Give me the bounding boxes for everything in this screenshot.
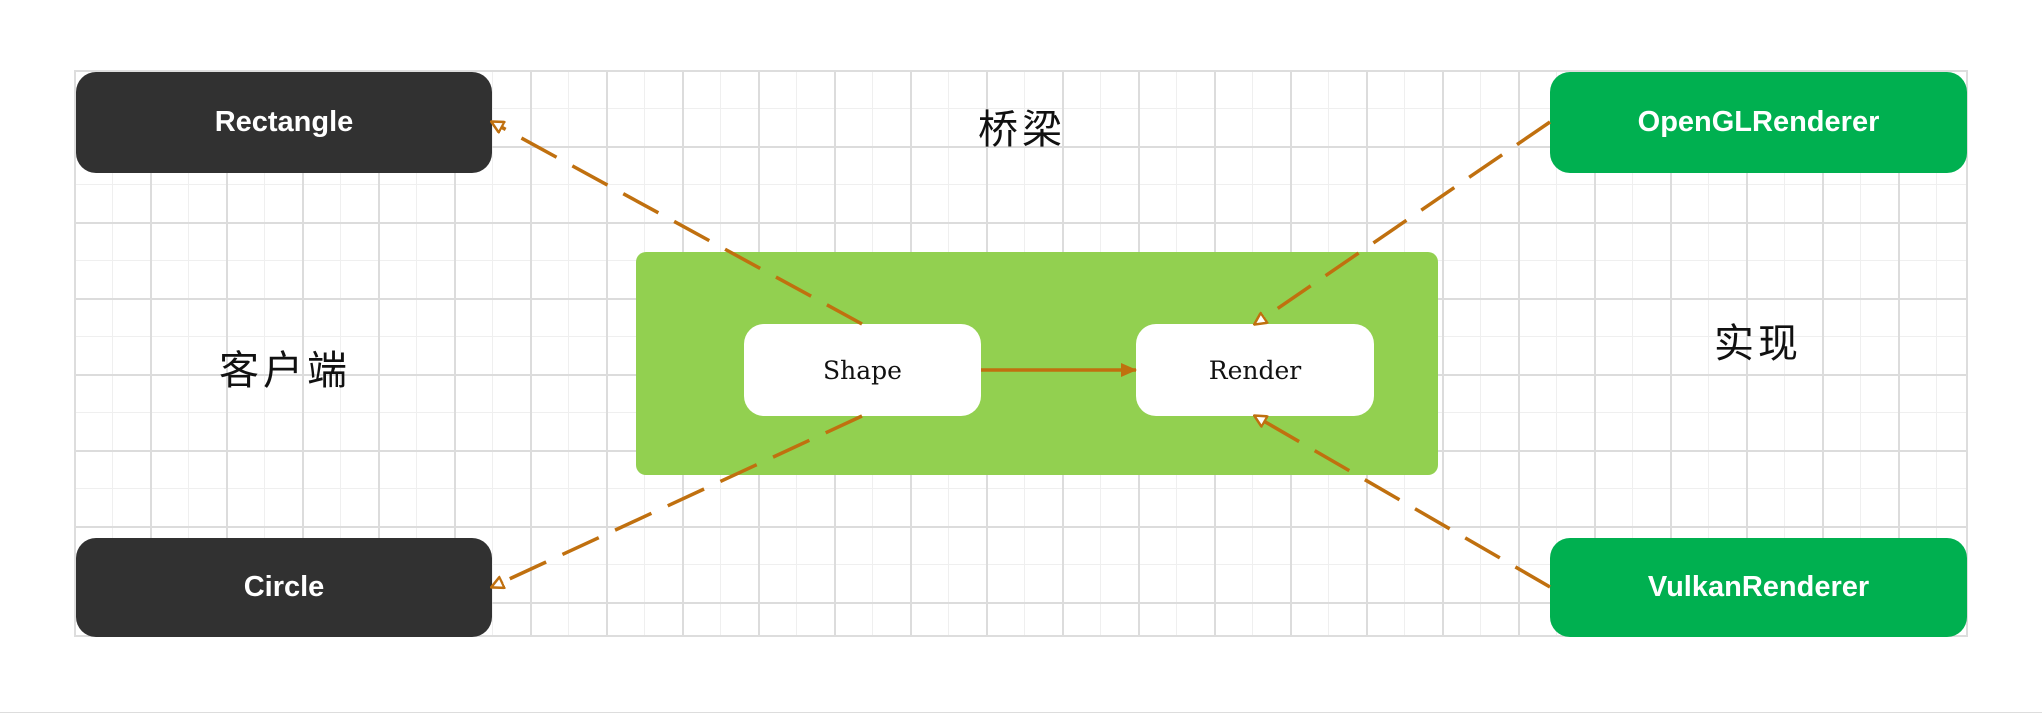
implementation-label: 实现: [1714, 321, 1802, 367]
client-label: 客户端: [219, 348, 351, 394]
vulkan-to-render-arrow: [1255, 416, 1551, 589]
circle-label: Circle: [243, 571, 325, 603]
circle-node[interactable]: Circle: [76, 538, 492, 637]
divider: [0, 712, 2042, 713]
opengl-to-render-arrow: [1255, 120, 1551, 324]
shape-node[interactable]: Shape: [744, 324, 981, 416]
shape-to-rectangle-arrow: [492, 122, 863, 326]
opengl-renderer-node[interactable]: OpenGLRenderer: [1550, 72, 1967, 173]
rectangle-label: Rectangle: [214, 106, 354, 138]
rectangle-node[interactable]: Rectangle: [76, 72, 492, 173]
vulkan-renderer-node[interactable]: VulkanRenderer: [1550, 538, 1967, 637]
shape-to-circle-arrow: [492, 414, 863, 587]
bridge-label: 桥梁: [978, 107, 1066, 153]
vulkan-renderer-label: VulkanRenderer: [1647, 571, 1870, 603]
render-label: Render: [1208, 355, 1302, 385]
opengl-renderer-label: OpenGLRenderer: [1637, 106, 1880, 138]
render-node[interactable]: Render: [1136, 324, 1374, 416]
shape-label: Shape: [823, 355, 902, 385]
